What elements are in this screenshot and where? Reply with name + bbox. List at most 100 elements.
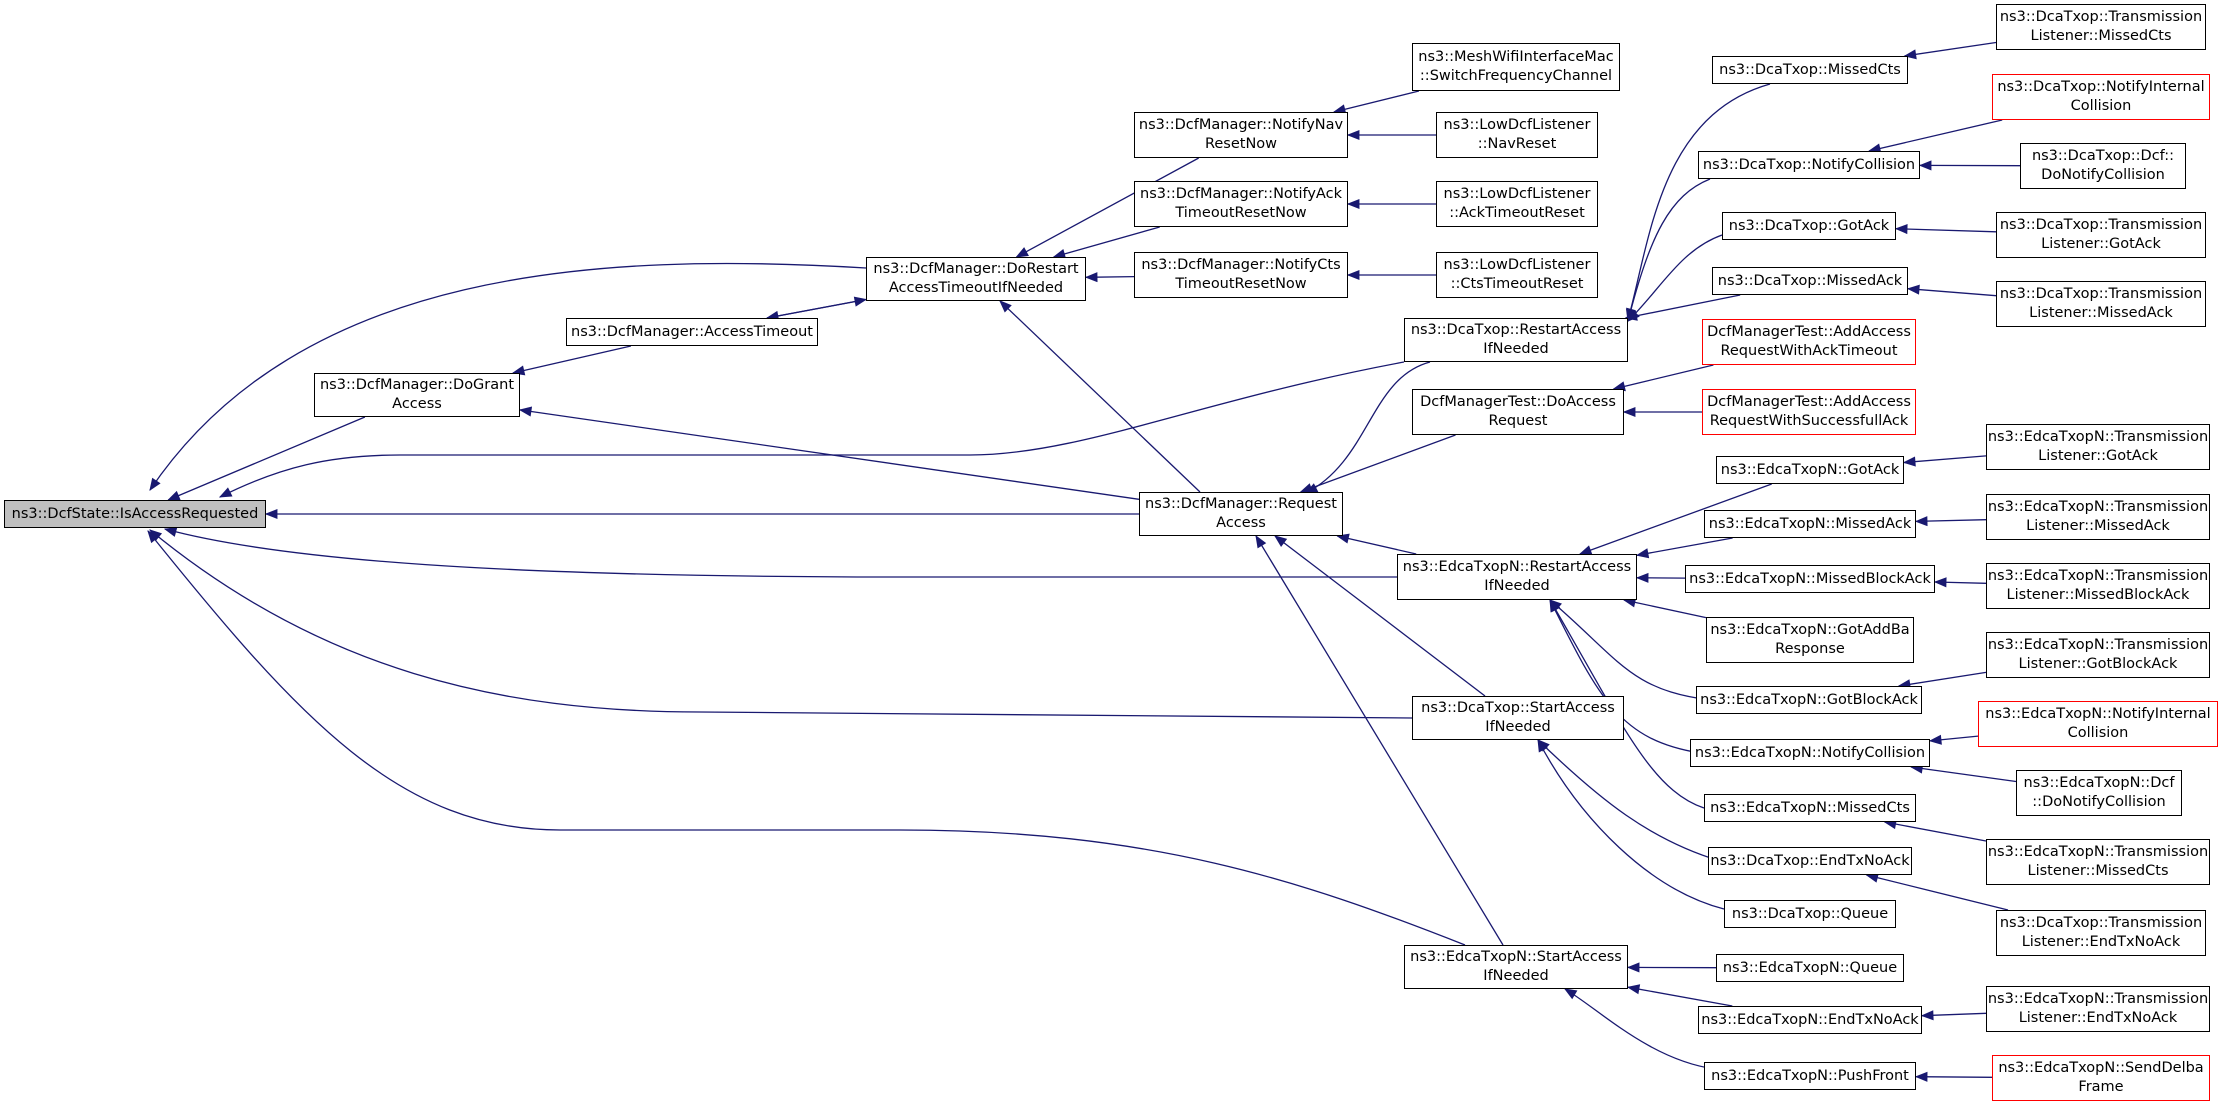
edge-meshswitch-to-notifynav [1334,90,1420,112]
node-label-line: Listener::GotAck [2038,448,2158,464]
node-edcaqueue[interactable]: ns3::EdcaTxopN::Queue [1716,954,1904,982]
edge-dcamissedack-to-dcarestart [1626,294,1741,318]
node-label-line: TimeoutResetNow [1175,276,1307,292]
node-edcaendtx[interactable]: ns3::EdcaTxopN::EndTxNoAck [1698,1006,1922,1034]
edge-dcaqueue-to-dcastart [1537,740,1725,910]
node-label-line: Access [392,396,442,412]
node-label-line: ns3::MeshWifiInterfaceMac [1418,49,1614,65]
edge-accesstimeout-to-dogrant [513,345,632,373]
edge-edcagotack-to-edcarestart [1580,483,1772,554]
node-meshswitch[interactable]: ns3::MeshWifiInterfaceMac::SwitchFrequen… [1412,43,1620,91]
edge-tl-edca-missedack-to-edcamissedack [1916,520,1987,522]
node-label-line: DoNotifyCollision [2041,167,2165,183]
node-edcamissedblock[interactable]: ns3::EdcaTxopN::MissedBlockAck [1685,565,1935,593]
node-dcaqueue[interactable]: ns3::DcaTxop::Queue [1724,900,1896,928]
node-root[interactable]: ns3::DcfState::IsAccessRequested [4,500,266,528]
node-edcanotifycoll[interactable]: ns3::EdcaTxopN::NotifyCollision [1690,739,1930,767]
node-label-line: ns3::DcfManager::NotifyAck [1140,186,1342,202]
edge-tl-edca-missedblock-to-edcamissedblock [1935,582,1987,583]
edge-testdoaccess-to-requestaccess [1301,434,1456,492]
node-dcagotack[interactable]: ns3::DcaTxop::GotAck [1722,212,1896,240]
node-label-line: ns3::DcaTxop::StartAccess [1421,700,1615,716]
node-lownavreset[interactable]: ns3::LowDcfListener::NavReset [1436,112,1598,158]
node-label-line: ResetNow [1204,136,1278,152]
node-label-line: Listener::MissedAck [2026,518,2170,534]
node-edcamissedack[interactable]: ns3::EdcaTxopN::MissedAck [1704,510,1916,538]
edge-dcarestart-to-root [220,361,1405,498]
edge-dcarestart-to-requestaccess [1306,361,1431,494]
node-dca-dcf-donotify[interactable]: ns3::DcaTxop::Dcf::DoNotifyCollision [2020,143,2186,189]
edge-dca-notifyinternal-to-dcanotifycoll [1869,119,2003,151]
node-label-line: ::DoNotifyCollision [2032,794,2166,810]
node-dcaendtx[interactable]: ns3::DcaTxop::EndTxNoAck [1708,847,1912,875]
edge-edcaendtx-to-edcastart [1628,987,1733,1007]
node-label-line: ::NavReset [1477,136,1557,152]
edge-notifyack-to-dorestart [1054,226,1160,257]
node-label-line: ns3::EdcaTxopN::RestartAccess [1402,559,1632,575]
node-accesstimeout[interactable]: ns3::DcfManager::AccessTimeout [566,318,818,346]
node-label-line: Collision [2067,725,2129,741]
edge-edcamissedack-to-edcarestart [1637,537,1733,555]
node-label-line: ns3::DcfManager::NotifyNav [1138,117,1344,133]
node-label-line: Access [1216,515,1266,531]
node-label-line: DcfManagerTest::AddAccess [1707,394,1911,410]
node-label-line: ns3::EdcaTxopN::PushFront [1711,1067,1909,1084]
node-edcapushfront[interactable]: ns3::EdcaTxopN::PushFront [1704,1062,1916,1090]
node-label-line: TimeoutResetNow [1175,205,1307,221]
node-edcagotack[interactable]: ns3::EdcaTxopN::GotAck [1716,456,1904,484]
node-lowctsreset[interactable]: ns3::LowDcfListener::CtsTimeoutReset [1436,252,1598,298]
node-edcagotblock[interactable]: ns3::EdcaTxopN::GotBlockAck [1696,686,1922,714]
node-label-line: Listener::EndTxNoAck [2021,934,2181,950]
edge-tl-dca-endtx-to-dcaendtx [1867,875,2009,911]
edge-dorestart-to-root [150,262,867,490]
node-lowackreset[interactable]: ns3::LowDcfListener::AckTimeoutReset [1436,181,1598,227]
node-dcamissedcts[interactable]: ns3::DcaTxop::MissedCts [1712,56,1908,84]
edge-tl-edca-gotack-to-edcagotack [1904,455,1987,463]
edge-tl-edca-endtx-to-edcaendtx [1922,1013,1987,1015]
node-dcamissedack[interactable]: ns3::DcaTxop::MissedAck [1712,267,1908,295]
edge-edcastart-to-requestaccess [1256,536,1504,946]
edge-edca-notifyinternal-to-edcanotifycoll [1930,736,1979,741]
node-label-line: Listener::MissedCts [2027,863,2169,879]
node-label-line: ns3::EdcaTxopN::NotifyCollision [1694,744,1926,761]
node-label-line: ns3::DcaTxop::MissedAck [1717,272,1903,289]
node-label-line: IfNeeded [1483,341,1549,357]
node-edca-dcf-donotify[interactable]: ns3::EdcaTxopN::Dcf::DoNotifyCollision [2016,770,2182,816]
edge-edcamissedcts-to-edcarestart [1550,600,1705,809]
node-label-line: ns3::LowDcfListener [1443,117,1591,133]
node-label-line: ::AckTimeoutReset [1449,205,1585,221]
node-edcamissedcts[interactable]: ns3::EdcaTxopN::MissedCts [1704,794,1916,822]
edge-tl-dca-gotack-to-dcagotack [1896,229,1997,232]
node-label-line: Listener::MissedCts [2030,28,2172,44]
edge-notifynav-to-dorestart [1017,157,1200,258]
node-dcanotifycoll[interactable]: ns3::DcaTxop::NotifyCollision [1698,151,1920,179]
node-label-line: ns3::EdcaTxopN::MissedBlockAck [1689,570,1931,587]
